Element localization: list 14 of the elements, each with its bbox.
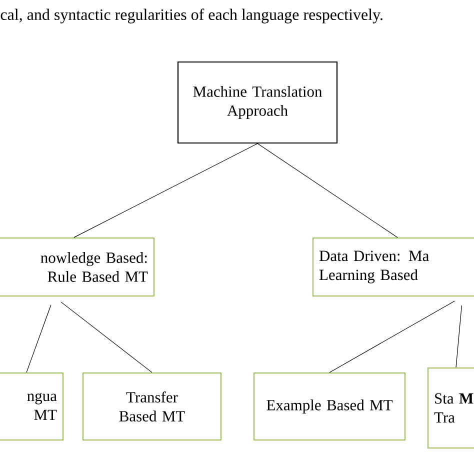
text-line: cal, and syntactic regularities of each language respectively. — [0, 8, 382, 24]
process-box: nowledge Based: Rule Based MT — [0, 237, 155, 297]
process-box: ngua MT — [0, 372, 64, 441]
connector-line — [329, 300, 455, 373]
process-box: Transfer Based MT — [82, 372, 222, 441]
process-box: Data Driven: Ma Learning Based — [312, 237, 474, 297]
process-box: Example Based MT — [253, 372, 406, 441]
process-box: Machine Translation Approach — [177, 61, 338, 144]
connector-line — [74, 143, 258, 238]
connector-line — [257, 143, 398, 238]
connector-line — [456, 305, 462, 368]
connector-line — [60, 302, 152, 373]
process-box: Sta M Tra — [427, 367, 474, 449]
connector-line — [26, 304, 52, 373]
